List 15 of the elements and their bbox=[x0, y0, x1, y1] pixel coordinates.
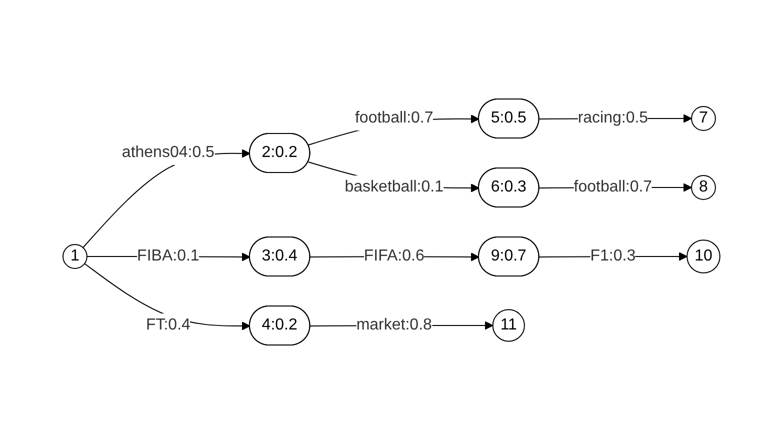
node-circle: 1 bbox=[62, 244, 88, 268]
edge-label: football:0.7 bbox=[574, 178, 652, 195]
node-circle: 10 bbox=[686, 239, 720, 273]
edge-label: F1:0.3 bbox=[590, 246, 636, 264]
node-circle: 7 bbox=[691, 106, 716, 130]
edge-label: market:0.8 bbox=[356, 316, 432, 333]
edge-label: racing:0.5 bbox=[578, 109, 648, 126]
edge-label: football:0.7 bbox=[355, 109, 434, 126]
edge-label: athens04:0.5 bbox=[122, 143, 214, 160]
node-circle: 11 bbox=[492, 308, 525, 342]
edge-label: basketball:0.1 bbox=[344, 178, 444, 195]
node-circle: 8 bbox=[691, 174, 716, 200]
edge-label: FIFA:0.6 bbox=[364, 246, 424, 264]
edge-label: FIBA:0.1 bbox=[137, 246, 200, 264]
edge-label: FT:0.4 bbox=[146, 316, 190, 333]
